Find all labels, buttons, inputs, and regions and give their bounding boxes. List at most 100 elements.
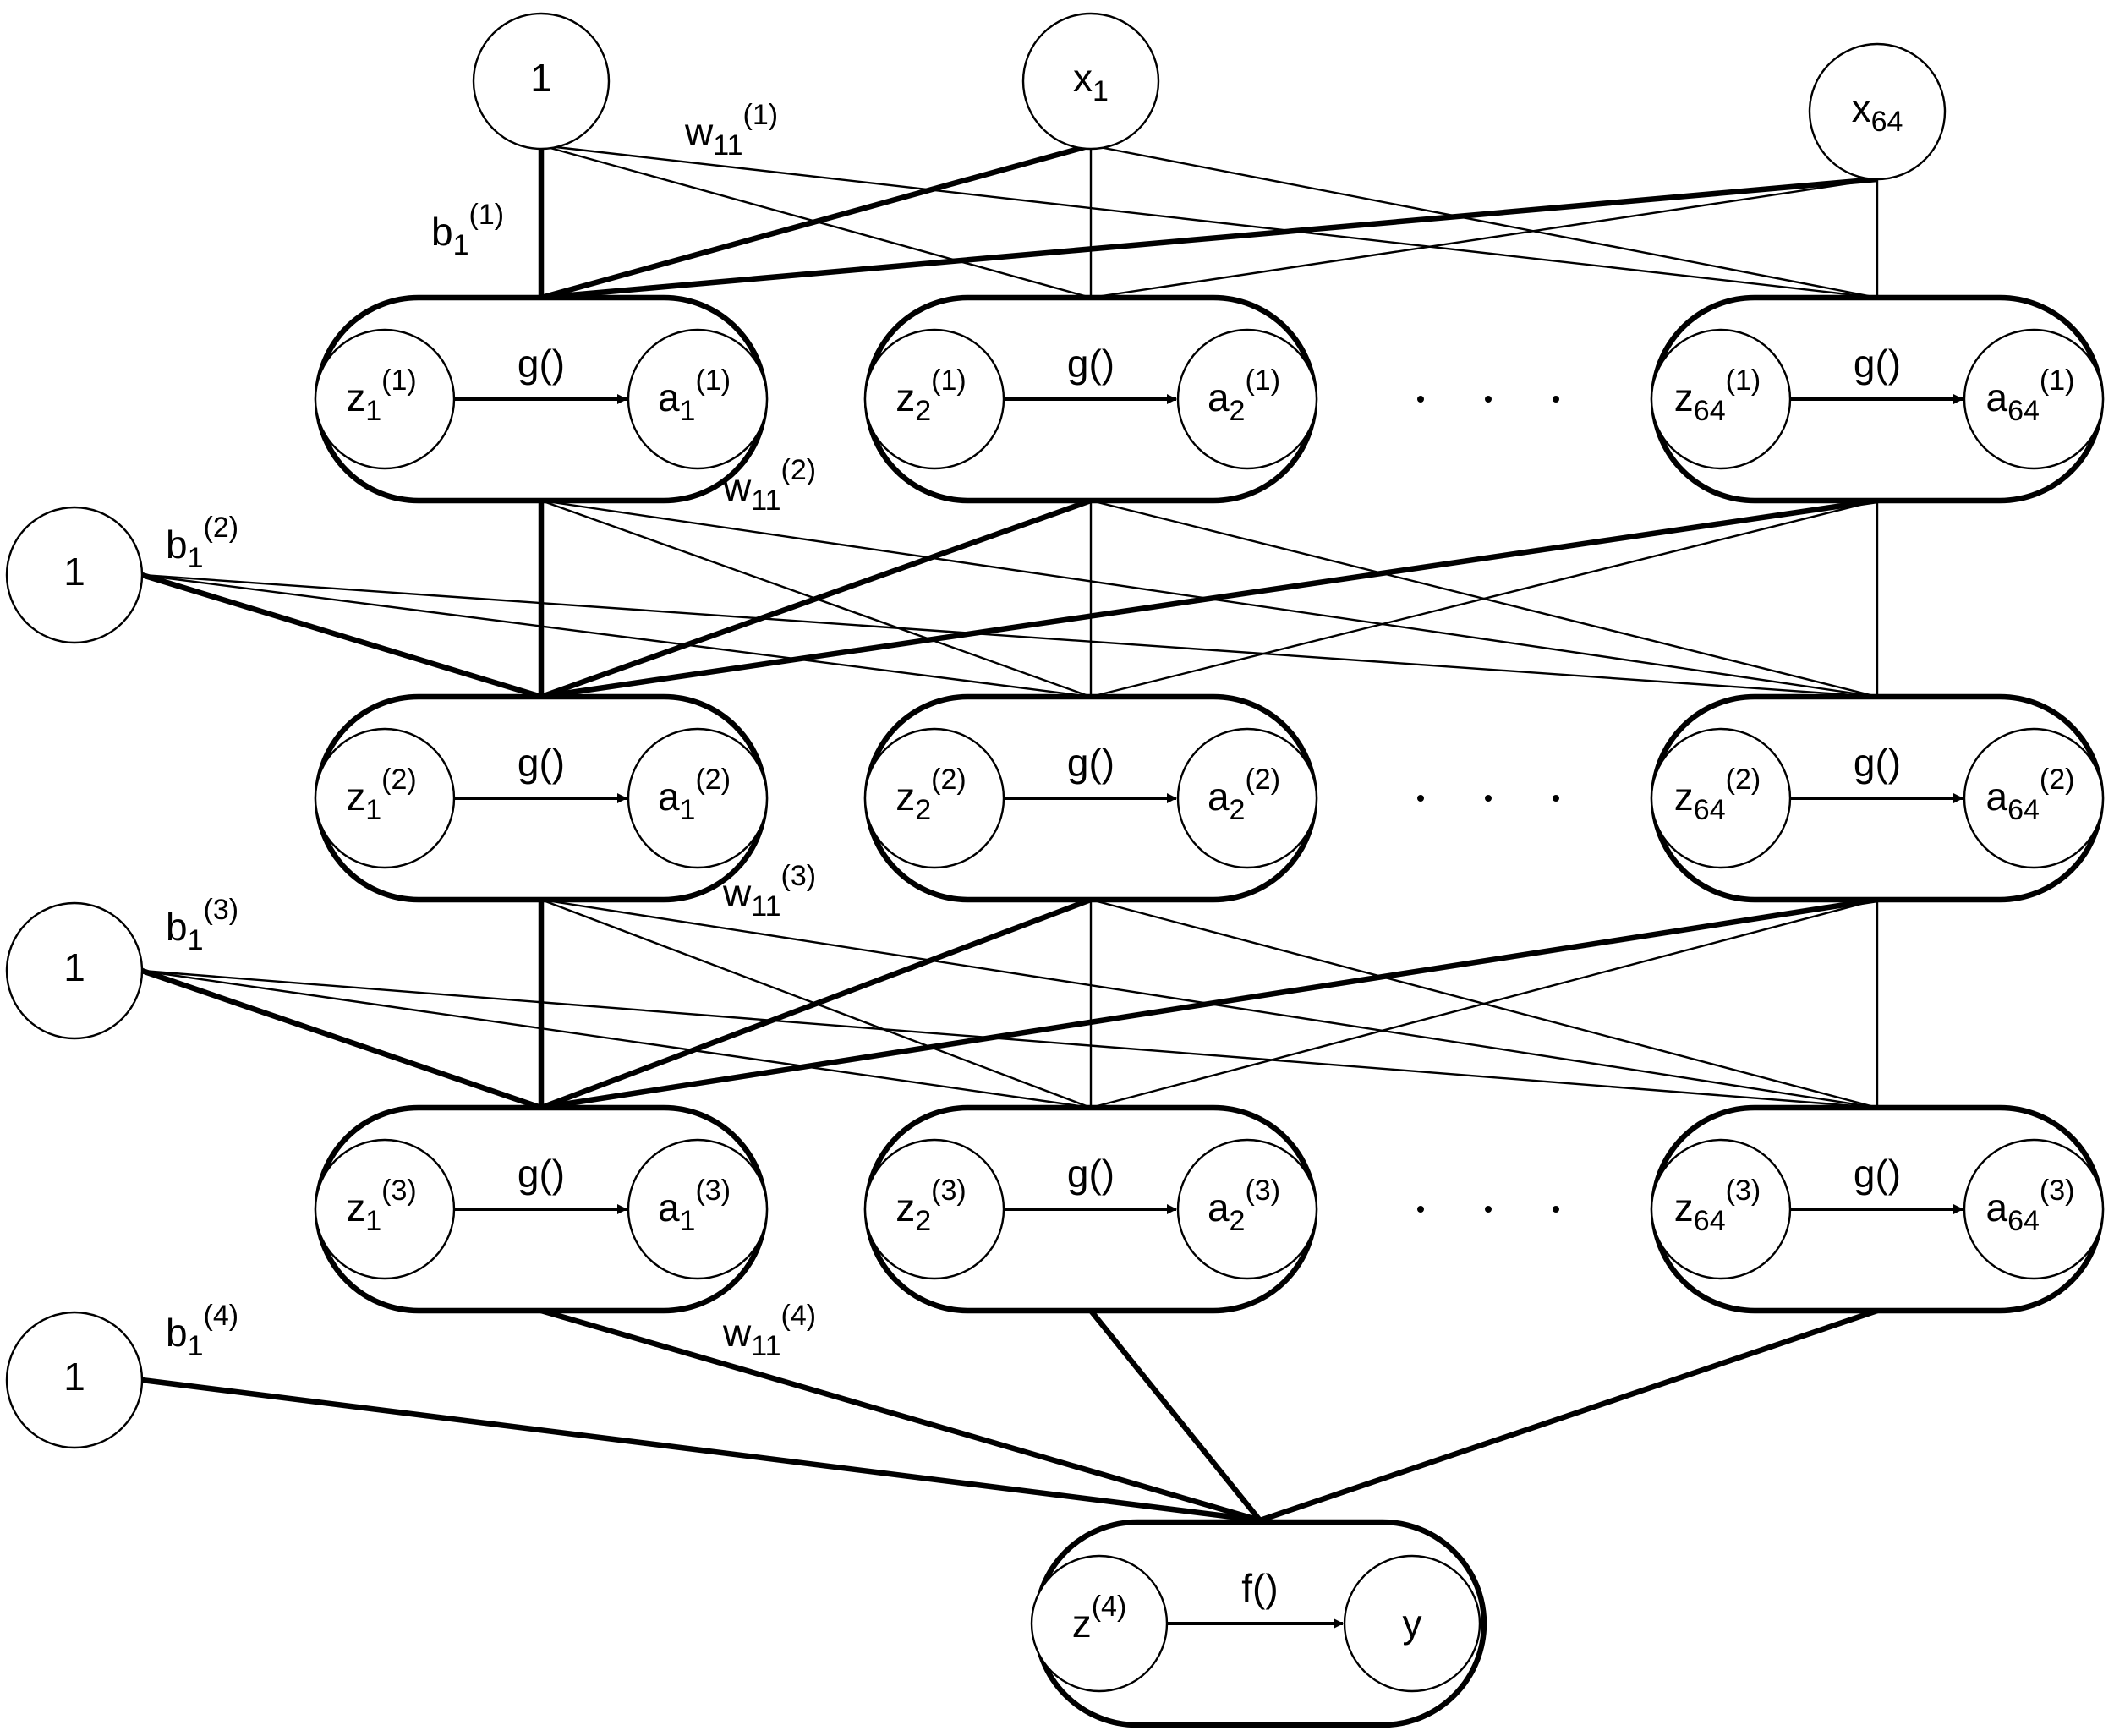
bias-edge-2-2	[141, 573, 1878, 698]
weight-label: w11(4)	[722, 1300, 816, 1362]
activation-label: g()	[518, 1152, 565, 1196]
z-node	[863, 328, 1005, 470]
z-node-label: z2(2)	[895, 764, 966, 826]
output-y-label: y	[1403, 1602, 1422, 1646]
output-activation-label: f()	[1241, 1566, 1278, 1610]
input-edge-2-0	[540, 176, 1878, 301]
output-y-node	[1343, 1554, 1481, 1693]
activation-label: g()	[518, 342, 565, 386]
a-node	[1176, 727, 1318, 869]
hidden-edge-1-2-1	[1090, 499, 1878, 698]
ellipsis-dot	[1553, 396, 1559, 403]
a-node-label: a2(2)	[1208, 764, 1280, 826]
z-node	[863, 727, 1005, 869]
bias-edge-2-1	[141, 573, 1092, 698]
weight-label: w11(2)	[722, 454, 816, 517]
a-node	[1963, 328, 2105, 470]
input-node-0	[472, 12, 611, 151]
z-node-label: z64(2)	[1674, 764, 1761, 826]
a-node	[1176, 328, 1318, 470]
a-node-label: a2(3)	[1208, 1175, 1280, 1237]
ellipsis-dot	[1417, 396, 1424, 403]
z-node-label: z64(1)	[1674, 364, 1761, 427]
bias-edge-4	[141, 1377, 1261, 1524]
a-node-label: a1(3)	[658, 1175, 731, 1237]
ellipsis-dot	[1417, 1206, 1424, 1213]
activation-label: g()	[518, 741, 565, 785]
hidden-edge-1-2-0	[540, 497, 1878, 700]
bias-edge-2-0	[141, 572, 542, 700]
input-node-label: x1	[1073, 56, 1109, 107]
a-node-label: a64(3)	[1986, 1175, 2075, 1237]
z-node	[314, 1138, 456, 1280]
bias-edge-3-1	[141, 969, 1092, 1109]
bias-node-label: 1	[63, 1355, 85, 1399]
activation-label: g()	[1067, 1152, 1115, 1196]
input-edge-0-2	[540, 144, 1878, 299]
z-node-label: z1(1)	[346, 364, 416, 427]
z-node-label: z2(1)	[895, 364, 966, 427]
activation-label: g()	[1854, 741, 1901, 785]
bias-edge-3-0	[140, 967, 543, 1111]
output-z-label: z(4)	[1072, 1591, 1127, 1646]
diagram-nodes: 1 x1 x64 1 1 1 g() z1(1) a1(1) g() z2(1) a2(1) g() z6…	[5, 12, 2105, 1728]
bias-node-3	[5, 901, 144, 1040]
a-node-label: a64(2)	[1986, 764, 2075, 826]
hidden-edge-2-2-1	[1090, 898, 1878, 1109]
bias-node-label: 1	[63, 550, 85, 594]
z-node	[863, 1138, 1005, 1280]
output-z-node	[1030, 1554, 1169, 1693]
z-node	[314, 328, 456, 470]
a-node	[1176, 1138, 1318, 1280]
hidden-edge-1-1-0	[539, 497, 1093, 700]
input-node-1	[1021, 12, 1160, 151]
ellipsis-dot	[1553, 795, 1559, 802]
bias-label: b1(4)	[166, 1300, 238, 1362]
edge-labels: w11(1) b1(1) w11(2) b1(2) w11(3) b1(3) w11(4) b…	[166, 99, 816, 1362]
input-edge-2-1	[1090, 178, 1878, 299]
output-edge-1	[1088, 1308, 1262, 1523]
z-node-label: z64(3)	[1674, 1175, 1761, 1237]
bias-label: b1(2)	[166, 512, 238, 574]
a-node	[627, 328, 769, 470]
a-node-label: a1(1)	[658, 364, 731, 427]
ellipsis-dot	[1485, 1206, 1492, 1213]
a-node	[1963, 727, 2105, 869]
a-node-label: a64(1)	[1986, 364, 2075, 427]
input-node-2	[1808, 42, 1947, 181]
weight-label: w11(3)	[722, 860, 816, 923]
ellipsis-dot	[1553, 1206, 1559, 1213]
a-node	[1963, 1138, 2105, 1280]
weight-label: w11(1)	[684, 99, 778, 162]
hidden-edge-2-1-0	[539, 896, 1093, 1111]
z-node	[314, 727, 456, 869]
z-node-label: z1(2)	[346, 764, 416, 826]
input-node-label: x64	[1852, 86, 1903, 138]
bias-node-4	[5, 1311, 144, 1449]
ellipsis-dot	[1417, 795, 1424, 802]
input-edge-1-0	[540, 142, 1092, 301]
bias-node-2	[5, 506, 144, 644]
a-node-label: a1(2)	[658, 764, 731, 826]
bias-node-label: 1	[63, 945, 85, 989]
connection-edges	[140, 142, 1879, 1524]
a-node-label: a2(1)	[1208, 364, 1280, 427]
bias-label: b1(3)	[166, 894, 238, 956]
z-node-label: z1(3)	[346, 1175, 416, 1237]
hidden-edge-2-2-0	[540, 896, 1878, 1111]
ellipsis-dot	[1485, 795, 1492, 802]
bias-label: b1(1)	[431, 199, 504, 261]
activation-label: g()	[1854, 342, 1901, 386]
output-edge-0	[540, 1307, 1261, 1524]
input-edge-1-2	[1090, 144, 1878, 299]
a-node	[627, 727, 769, 869]
input-node-label: 1	[530, 56, 552, 100]
z-node-label: z2(3)	[895, 1175, 966, 1237]
output-edge-2	[1258, 1307, 1879, 1524]
ellipsis-dot	[1485, 396, 1492, 403]
bias-edge-3-2	[141, 969, 1878, 1109]
activation-label: g()	[1854, 1152, 1901, 1196]
a-node	[627, 1138, 769, 1280]
activation-label: g()	[1067, 342, 1115, 386]
